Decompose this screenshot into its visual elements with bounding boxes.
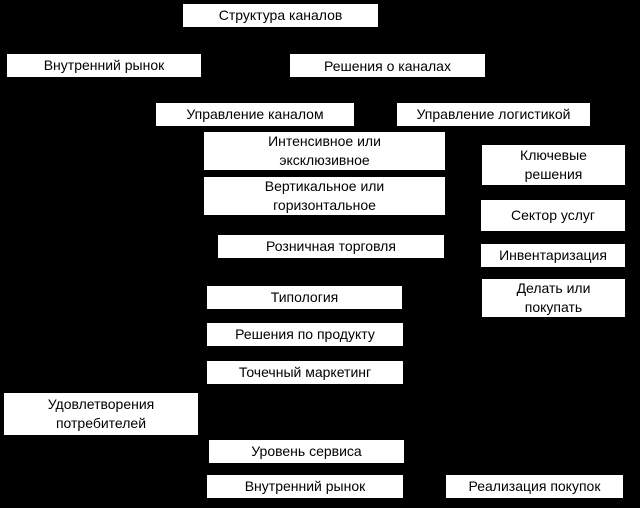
node-internal-market-bottom: Внутренний рынок bbox=[207, 475, 403, 498]
node-label: Управление логистикой bbox=[416, 106, 571, 122]
node-vertical-horizontal: Вертикальное или горизонтальное bbox=[204, 177, 445, 215]
node-service-level: Уровень сервиса bbox=[209, 440, 404, 463]
node-inventory: Инвентаризация bbox=[481, 244, 625, 267]
node-label: Инвентаризация bbox=[499, 247, 607, 263]
node-make-or-buy: Делать или покупать bbox=[482, 279, 625, 317]
node-label: Делать или покупать bbox=[516, 280, 591, 315]
node-typology: Типология bbox=[207, 286, 402, 309]
node-label: Реализация покупок bbox=[468, 478, 601, 494]
node-label: Решения о каналах bbox=[324, 58, 451, 74]
diagram-title: Структура каналов bbox=[218, 7, 343, 23]
node-label: Управление каналом bbox=[186, 106, 324, 122]
node-label: Типология bbox=[270, 289, 339, 305]
node-label: Розничная торговля bbox=[266, 238, 396, 254]
node-point-marketing: Точечный маркетинг bbox=[207, 361, 403, 384]
node-label: Решения по продукту bbox=[235, 326, 375, 342]
node-key-decisions: Ключевые решения bbox=[482, 145, 625, 185]
node-label: Внутренний рынок bbox=[43, 57, 165, 73]
node-internal-market-top: Внутренний рынок bbox=[7, 54, 201, 77]
node-label: Сектор услуг bbox=[510, 207, 595, 223]
node-consumer-satisfaction: Удовлетворения потребителей bbox=[4, 393, 198, 435]
node-label: Интенсивное или эксклюзивное bbox=[268, 133, 381, 168]
node-label: Точечный маркетинг bbox=[238, 364, 372, 380]
node-label: Удовлетворения потребителей bbox=[47, 396, 155, 431]
node-service-sector: Сектор услуг bbox=[481, 200, 625, 231]
node-label: Ключевые решения bbox=[520, 147, 587, 182]
node-product-decisions: Решения по продукту bbox=[207, 323, 403, 346]
node-label: Вертикальное или горизонтальное bbox=[264, 178, 385, 213]
node-channel-management: Управление каналом bbox=[156, 103, 354, 126]
node-channel-decisions: Решения о каналах bbox=[290, 54, 485, 77]
node-label: Уровень сервиса bbox=[251, 443, 362, 459]
node-purchase-realization: Реализация покупок bbox=[446, 475, 623, 498]
node-retail: Розничная торговля bbox=[218, 235, 444, 258]
node-intensive-exclusive: Интенсивное или эксклюзивное bbox=[204, 132, 445, 170]
node-label: Внутренний рынок bbox=[244, 478, 366, 494]
node-logistics-management: Управление логистикой bbox=[397, 103, 590, 126]
diagram-title-box: Структура каналов bbox=[183, 4, 378, 27]
